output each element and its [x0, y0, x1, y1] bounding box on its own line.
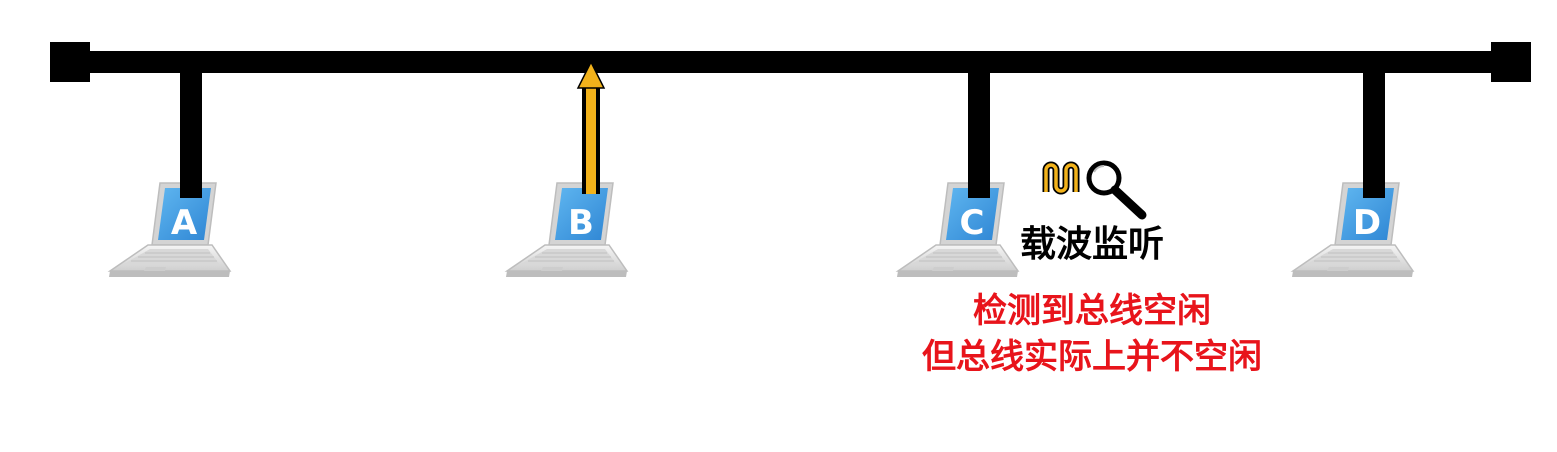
bus-terminator-right [1491, 42, 1531, 82]
magnifier-icon [1086, 160, 1147, 220]
station-c-label: C [960, 203, 985, 243]
bus-line [60, 51, 1522, 73]
drop-line-d [1363, 70, 1385, 200]
signal-wave-icon [1042, 161, 1080, 195]
drop-line-d-overlap [1363, 180, 1385, 198]
drop-line-a-overlap [180, 180, 202, 198]
station-b [505, 182, 628, 278]
drop-line-a [180, 70, 202, 200]
bus-terminator-left [50, 42, 90, 82]
station-a-label: A [171, 203, 198, 243]
carrier-sense-label: 载波监听 [1020, 224, 1164, 265]
note-line-2: 但总线实际上并不空闲 [922, 337, 1262, 377]
station-b-label: B [568, 203, 594, 243]
note-line-1: 检测到总线空闲 [973, 291, 1211, 331]
station-a [108, 182, 231, 278]
station-c [896, 182, 1019, 278]
drop-line-c [968, 70, 990, 200]
station-d-label: D [1353, 203, 1381, 243]
drop-line-c-overlap [968, 180, 990, 198]
signal-arrow [576, 60, 606, 194]
